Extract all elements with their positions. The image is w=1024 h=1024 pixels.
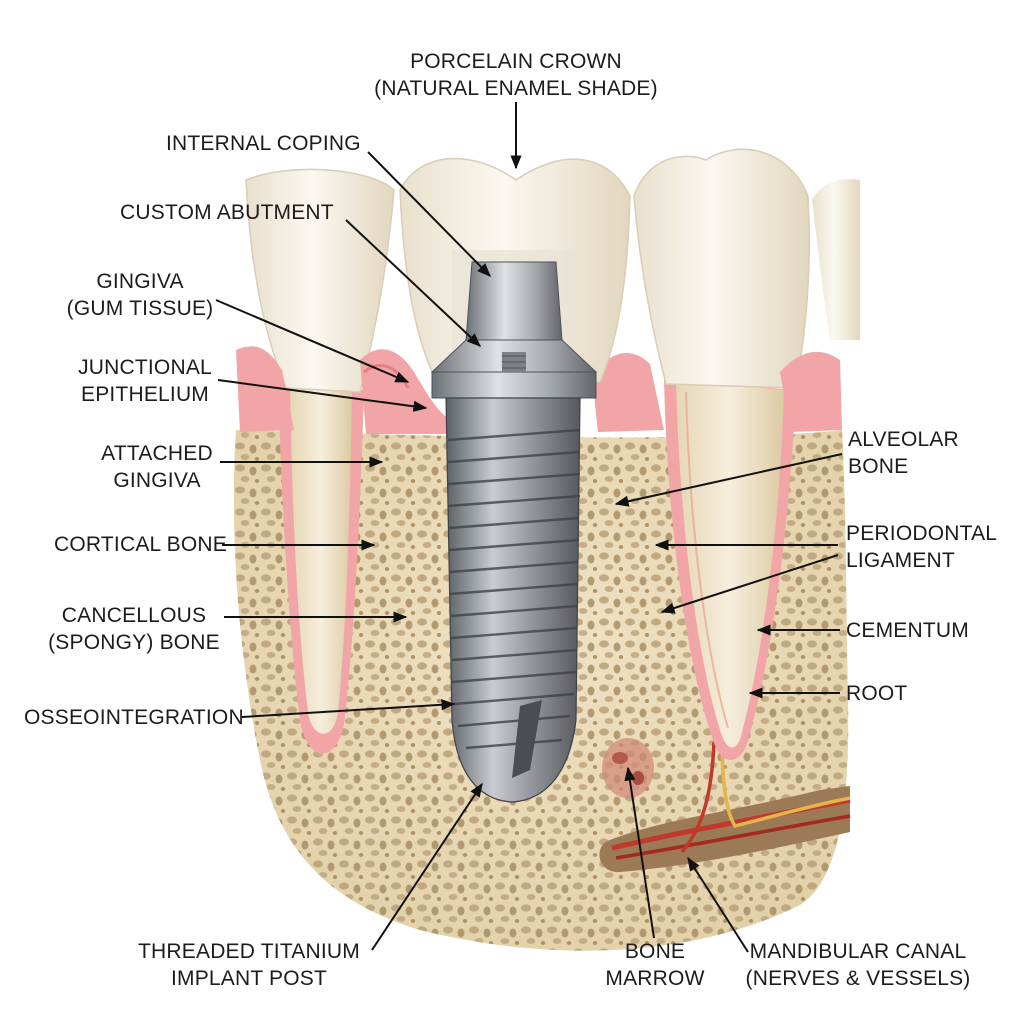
label-bone-marrow-line1: BONE [624, 940, 686, 963]
label-cementum: CEMENTUM [846, 617, 969, 644]
label-threaded-post: THREADED TITANIUM IMPLANT POST [124, 938, 374, 992]
label-alveolar-bone: ALVEOLAR BONE [848, 426, 959, 480]
left-gingiva [236, 346, 454, 434]
label-porcelain-crown-line1: PORCELAIN CROWN [410, 50, 622, 73]
label-gingiva: GINGIVA (GUM TISSUE) [50, 268, 230, 322]
label-attached-gingiva: ATTACHED GINGIVA [82, 440, 232, 494]
right-natural-tooth [633, 148, 811, 760]
custom-abutment [430, 261, 598, 399]
label-cancellous-bone-line2: (SPONGY) BONE [48, 631, 220, 654]
left-natural-tooth [245, 168, 395, 754]
label-porcelain-crown-line2: (NATURAL ENAMEL SHADE) [374, 77, 658, 100]
leader-osseointegration [241, 699, 456, 718]
label-alveolar-bone-line2: BONE [848, 455, 909, 478]
label-porcelain-crown: PORCELAIN CROWN (NATURAL ENAMEL SHADE) [330, 48, 702, 102]
label-osseointegration: OSSEOINTEGRATION [24, 704, 244, 731]
label-junctional-epithelium-line1: JUNCTIONAL [78, 356, 212, 379]
label-mandibular-canal-line1: MANDIBULAR CANAL [749, 940, 967, 963]
label-cancellous-bone-line1: CANCELLOUS [61, 604, 207, 627]
leader-periodontal-ligament-b [660, 554, 839, 614]
label-internal-coping-line1: INTERNAL COPING [166, 132, 361, 155]
leader-mandibular-canal [687, 856, 749, 953]
label-bone-marrow-line2: MARROW [605, 967, 705, 990]
label-junctional-epithelium: JUNCTIONAL EPITHELIUM [56, 354, 234, 408]
label-cementum-line1: CEMENTUM [846, 619, 969, 642]
label-mandibular-canal: MANDIBULAR CANAL (NERVES & VESSELS) [740, 938, 976, 992]
label-attached-gingiva-line1: ATTACHED [101, 442, 213, 465]
label-mandibular-canal-line2: (NERVES & VESSELS) [745, 967, 971, 990]
label-custom-abutment: CUSTOM ABUTMENT [120, 199, 334, 226]
label-periodontal-ligament-line2: LIGAMENT [846, 549, 955, 572]
leader-internal-coping [367, 151, 491, 277]
leader-alveolar-bone [614, 453, 843, 507]
mandibular-canal [599, 739, 851, 873]
far-right-tooth [812, 178, 860, 340]
label-junctional-epithelium-line2: EPITHELIUM [80, 383, 210, 406]
label-threaded-post-line2: IMPLANT POST [170, 967, 328, 990]
label-gingiva-line1: GINGIVA [96, 270, 184, 293]
label-cortical-bone-line1: CORTICAL BONE [54, 533, 227, 556]
label-cancellous-bone: CANCELLOUS (SPONGY) BONE [44, 602, 224, 656]
label-root-line1: ROOT [846, 682, 908, 705]
leader-junctional-epithelium [217, 379, 428, 412]
label-gingiva-line2: (GUM TISSUE) [66, 297, 214, 320]
leader-bone-marrow [624, 766, 655, 939]
label-threaded-post-line1: THREADED TITANIUM [138, 940, 360, 963]
label-alveolar-bone-line1: ALVEOLAR [848, 428, 959, 451]
label-attached-gingiva-line2: GINGIVA [113, 469, 201, 492]
right-gingiva [592, 351, 842, 432]
leader-lines [215, 102, 843, 953]
leader-gingiva [215, 299, 410, 383]
label-periodontal-ligament-line1: PERIODONTAL [846, 522, 998, 545]
label-cortical-bone: CORTICAL BONE [54, 531, 227, 558]
implant-post [445, 397, 581, 803]
label-osseointegration-line1: OSSEOINTEGRATION [24, 706, 244, 729]
label-periodontal-ligament: PERIODONTAL LIGAMENT [846, 520, 997, 574]
label-internal-coping: INTERNAL COPING [166, 130, 361, 157]
leader-custom-abutment [345, 219, 482, 347]
label-custom-abutment-line1: CUSTOM ABUTMENT [120, 201, 334, 224]
label-bone-marrow: BONE MARROW [590, 938, 720, 992]
label-root: ROOT [846, 680, 907, 707]
leader-threaded-post [371, 782, 483, 951]
